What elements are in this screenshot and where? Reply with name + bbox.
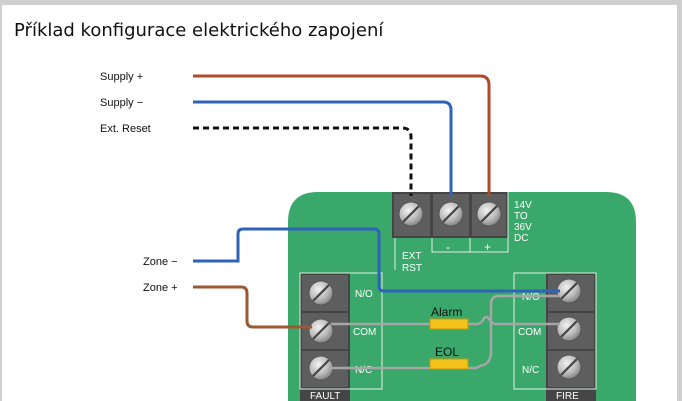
fault-terminal-block — [300, 273, 350, 401]
supply-minus-label: Supply − — [100, 97, 143, 109]
supply-plus-label: Supply + — [100, 71, 143, 83]
zone-minus-label: Zone − — [143, 256, 178, 268]
screw-supply-minus — [438, 201, 464, 227]
screw-supply-plus — [476, 201, 502, 227]
ext-reset-wire — [193, 126, 413, 196]
eol-resistor — [429, 358, 469, 370]
fire-com-label: COM — [518, 327, 541, 338]
power-terminal-block — [392, 192, 508, 238]
rating-line-3: 36V — [514, 222, 532, 233]
zone-plus-wire — [193, 285, 312, 329]
zone-plus-label: Zone + — [143, 282, 178, 294]
power-plus-label: + — [484, 240, 491, 254]
alarm-resistor — [429, 318, 469, 330]
screw-ext-rst — [398, 201, 424, 227]
diagram-title: Příklad konfigurace elektrického zapojen… — [14, 20, 384, 41]
fire-block-name: FIRE — [556, 391, 579, 401]
rating-line-1: 14V — [514, 200, 532, 211]
fault-block-name: FAULT — [310, 391, 340, 401]
fire-nc-label: N/C — [522, 365, 539, 376]
supply-plus-wire — [193, 74, 491, 196]
zone-minus-wire — [193, 227, 560, 293]
fault-nc-label: N/C — [355, 365, 372, 376]
rating-line-2: TO — [514, 211, 528, 222]
supply-minus-wire — [193, 100, 453, 196]
ext-rst-label-line2: RST — [402, 263, 422, 274]
internal-wires — [331, 294, 560, 370]
ext-reset-label: Ext. Reset — [100, 123, 151, 135]
fire-terminal-block — [546, 273, 596, 401]
fault-no-label: N/O — [355, 289, 373, 300]
fire-no-label: N/O — [522, 292, 540, 303]
rating-line-4: DC — [514, 233, 528, 244]
fault-com-label: COM — [353, 327, 376, 338]
eol-resistor-label: EOL — [435, 345, 459, 359]
power-minus-label: - — [446, 240, 450, 254]
ext-rst-label-line1: EXT — [402, 251, 421, 262]
alarm-resistor-label: Alarm — [431, 305, 462, 319]
